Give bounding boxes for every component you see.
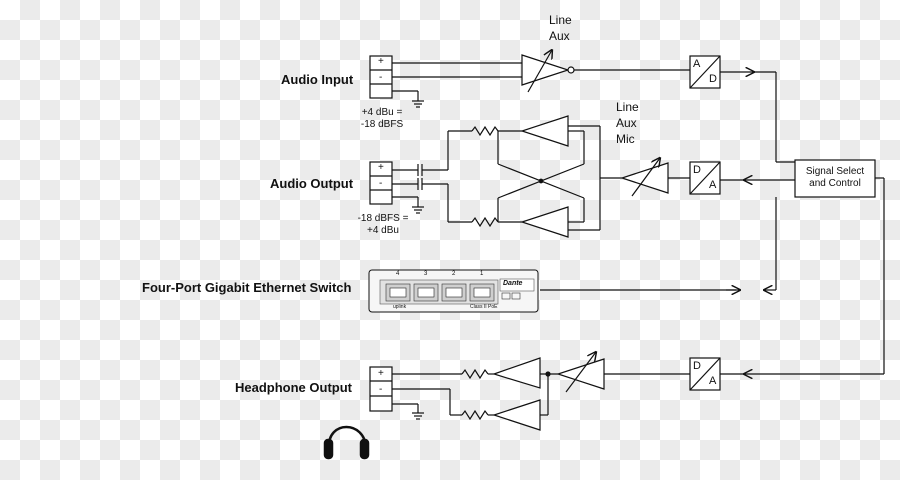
headphone-output-label: Headphone Output [235,380,352,395]
port-label-4: 4 [396,271,400,277]
dac-out-d-letter: D [693,164,701,176]
headphone-volume-amp [556,358,605,390]
headphone-minus-mark: - [379,384,383,395]
output-option-line: Line [616,100,639,114]
signal-select-line2: and Control [809,178,861,189]
output-level-line2: +4 dBu [367,225,399,236]
adc-a-letter: A [693,58,701,70]
input-amplifier [521,54,570,86]
input-amp-output-node [567,66,575,74]
headphone-resistor-top [461,368,489,380]
signal-select-line1: Signal Select [805,166,865,177]
dac-box-output [689,161,721,195]
ground-symbol-input [392,90,424,108]
output-level-line1: -18 dBFS = [357,213,409,224]
ground-symbol-output [392,196,424,214]
switch-caption-left: uplink [393,304,407,310]
dac-out-a-letter: A [709,179,717,191]
output-plus-mark: + [378,162,384,173]
audio-output-label: Audio Output [270,176,354,191]
signal-select-box [794,159,876,198]
cross-node [538,178,544,184]
ground-symbol-headphone [392,403,424,420]
output-level-note: -18 dBFS = +4 dBu [350,213,416,237]
input-option-line: Line [549,13,572,27]
audio-input-label: Audio Input [281,72,354,87]
output-option-aux: Aux [616,116,637,130]
capacitor-bottom [392,178,448,190]
input-level-line2: -18 dBFS [360,119,404,130]
output-resistor-bottom [471,216,499,228]
dante-logo: Dante [503,280,523,287]
audio-output-terminal [369,161,393,205]
output-gain-arrow [631,158,660,197]
headphone-gain-arrow [565,352,596,393]
input-minus-mark: - [379,72,383,83]
input-gain-arrow [527,50,552,93]
output-driver-top [520,115,569,147]
port-label-1: 1 [480,271,484,277]
headphone-resistor-bottom [461,409,489,421]
headphones-icon [323,425,370,460]
output-source-options: Line Aux Mic [616,99,639,147]
headphone-driver-top [492,357,541,389]
capacitor-top [392,164,448,176]
headphone-node [545,371,551,377]
signal-select-label: Signal Select and Control [795,166,875,190]
output-resistor-top [471,125,499,137]
switch-caption-right: Class II PoE [470,304,498,310]
input-source-options: Line Aux [549,12,572,44]
dac-hp-d-letter: D [693,360,701,372]
headphone-driver-bottom [492,399,541,431]
dac-box-headphone [689,357,721,391]
port-label-2: 2 [452,271,456,277]
output-minus-mark: - [379,178,383,189]
ethernet-switch-label: Four-Port Gigabit Ethernet Switch [142,280,352,295]
output-driver-bottom [520,206,569,238]
input-plus-mark: + [378,56,384,67]
output-option-mic: Mic [616,132,635,146]
input-level-line1: +4 dBu = [361,107,403,118]
dac-hp-a-letter: A [709,375,717,387]
headphone-plus-mark: + [378,368,384,379]
input-option-aux: Aux [549,29,570,43]
port-label-3: 3 [424,271,428,277]
input-level-note: +4 dBu = -18 dBFS [352,107,412,131]
ethernet-switch-device [368,269,539,313]
adc-d-letter: D [709,73,717,85]
